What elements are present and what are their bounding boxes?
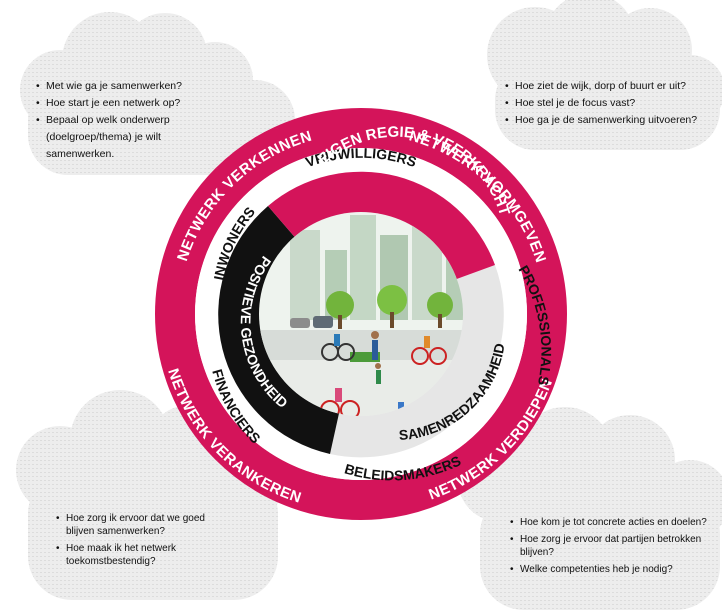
questions-bottom-left: Hoe zorg ik ervoor dat we goed blijven s… [56, 512, 236, 572]
question-item: Hoe ga je de samenwerking uitvoeren? [505, 112, 715, 129]
questions-bottom-right: Hoe kom je tot concrete acties en doelen… [510, 516, 715, 580]
question-item: Hoe ziet de wijk, dorp of buurt er uit? [505, 78, 715, 95]
question-item: Bepaal op welk onderwerp (doelgroep/them… [36, 112, 208, 163]
question-item: Hoe maak ik het netwerk toekomstbestendi… [56, 542, 236, 568]
question-item: Hoe zorg je ervoor dat partijen betrokke… [510, 533, 715, 559]
question-item: Hoe stel je de focus vast? [505, 95, 715, 112]
question-item: Hoe start je een netwerk op? [36, 95, 208, 112]
question-item: Welke competenties heb je nodig? [510, 563, 715, 576]
question-item: Hoe zorg ik ervoor dat we goed blijven s… [56, 512, 236, 538]
questions-top-left: Met wie ga je samenwerken? Hoe start je … [36, 78, 208, 163]
question-item: Hoe kom je tot concrete acties en doelen… [510, 516, 715, 529]
outer-ring [155, 108, 567, 520]
questions-top-right: Hoe ziet de wijk, dorp of buurt er uit? … [505, 78, 715, 129]
question-item: Met wie ga je samenwerken? [36, 78, 208, 95]
